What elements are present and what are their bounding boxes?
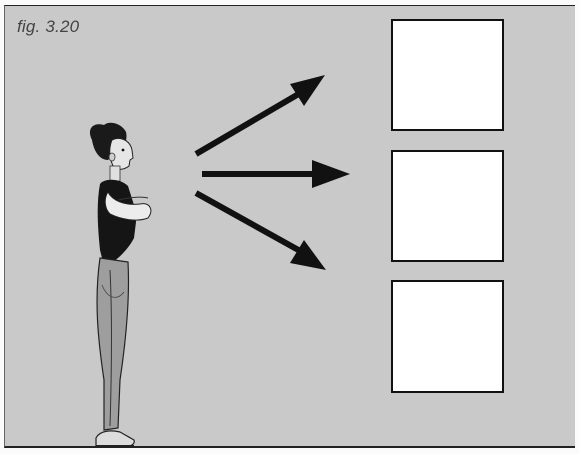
arrow-right-icon — [202, 160, 350, 188]
box-middle — [391, 150, 504, 262]
arrow-up-right-icon — [196, 75, 325, 154]
box-bottom — [391, 280, 504, 393]
standing-woman-icon — [90, 123, 151, 447]
arrow-down-right-icon — [196, 193, 326, 270]
box-top — [391, 19, 504, 131]
